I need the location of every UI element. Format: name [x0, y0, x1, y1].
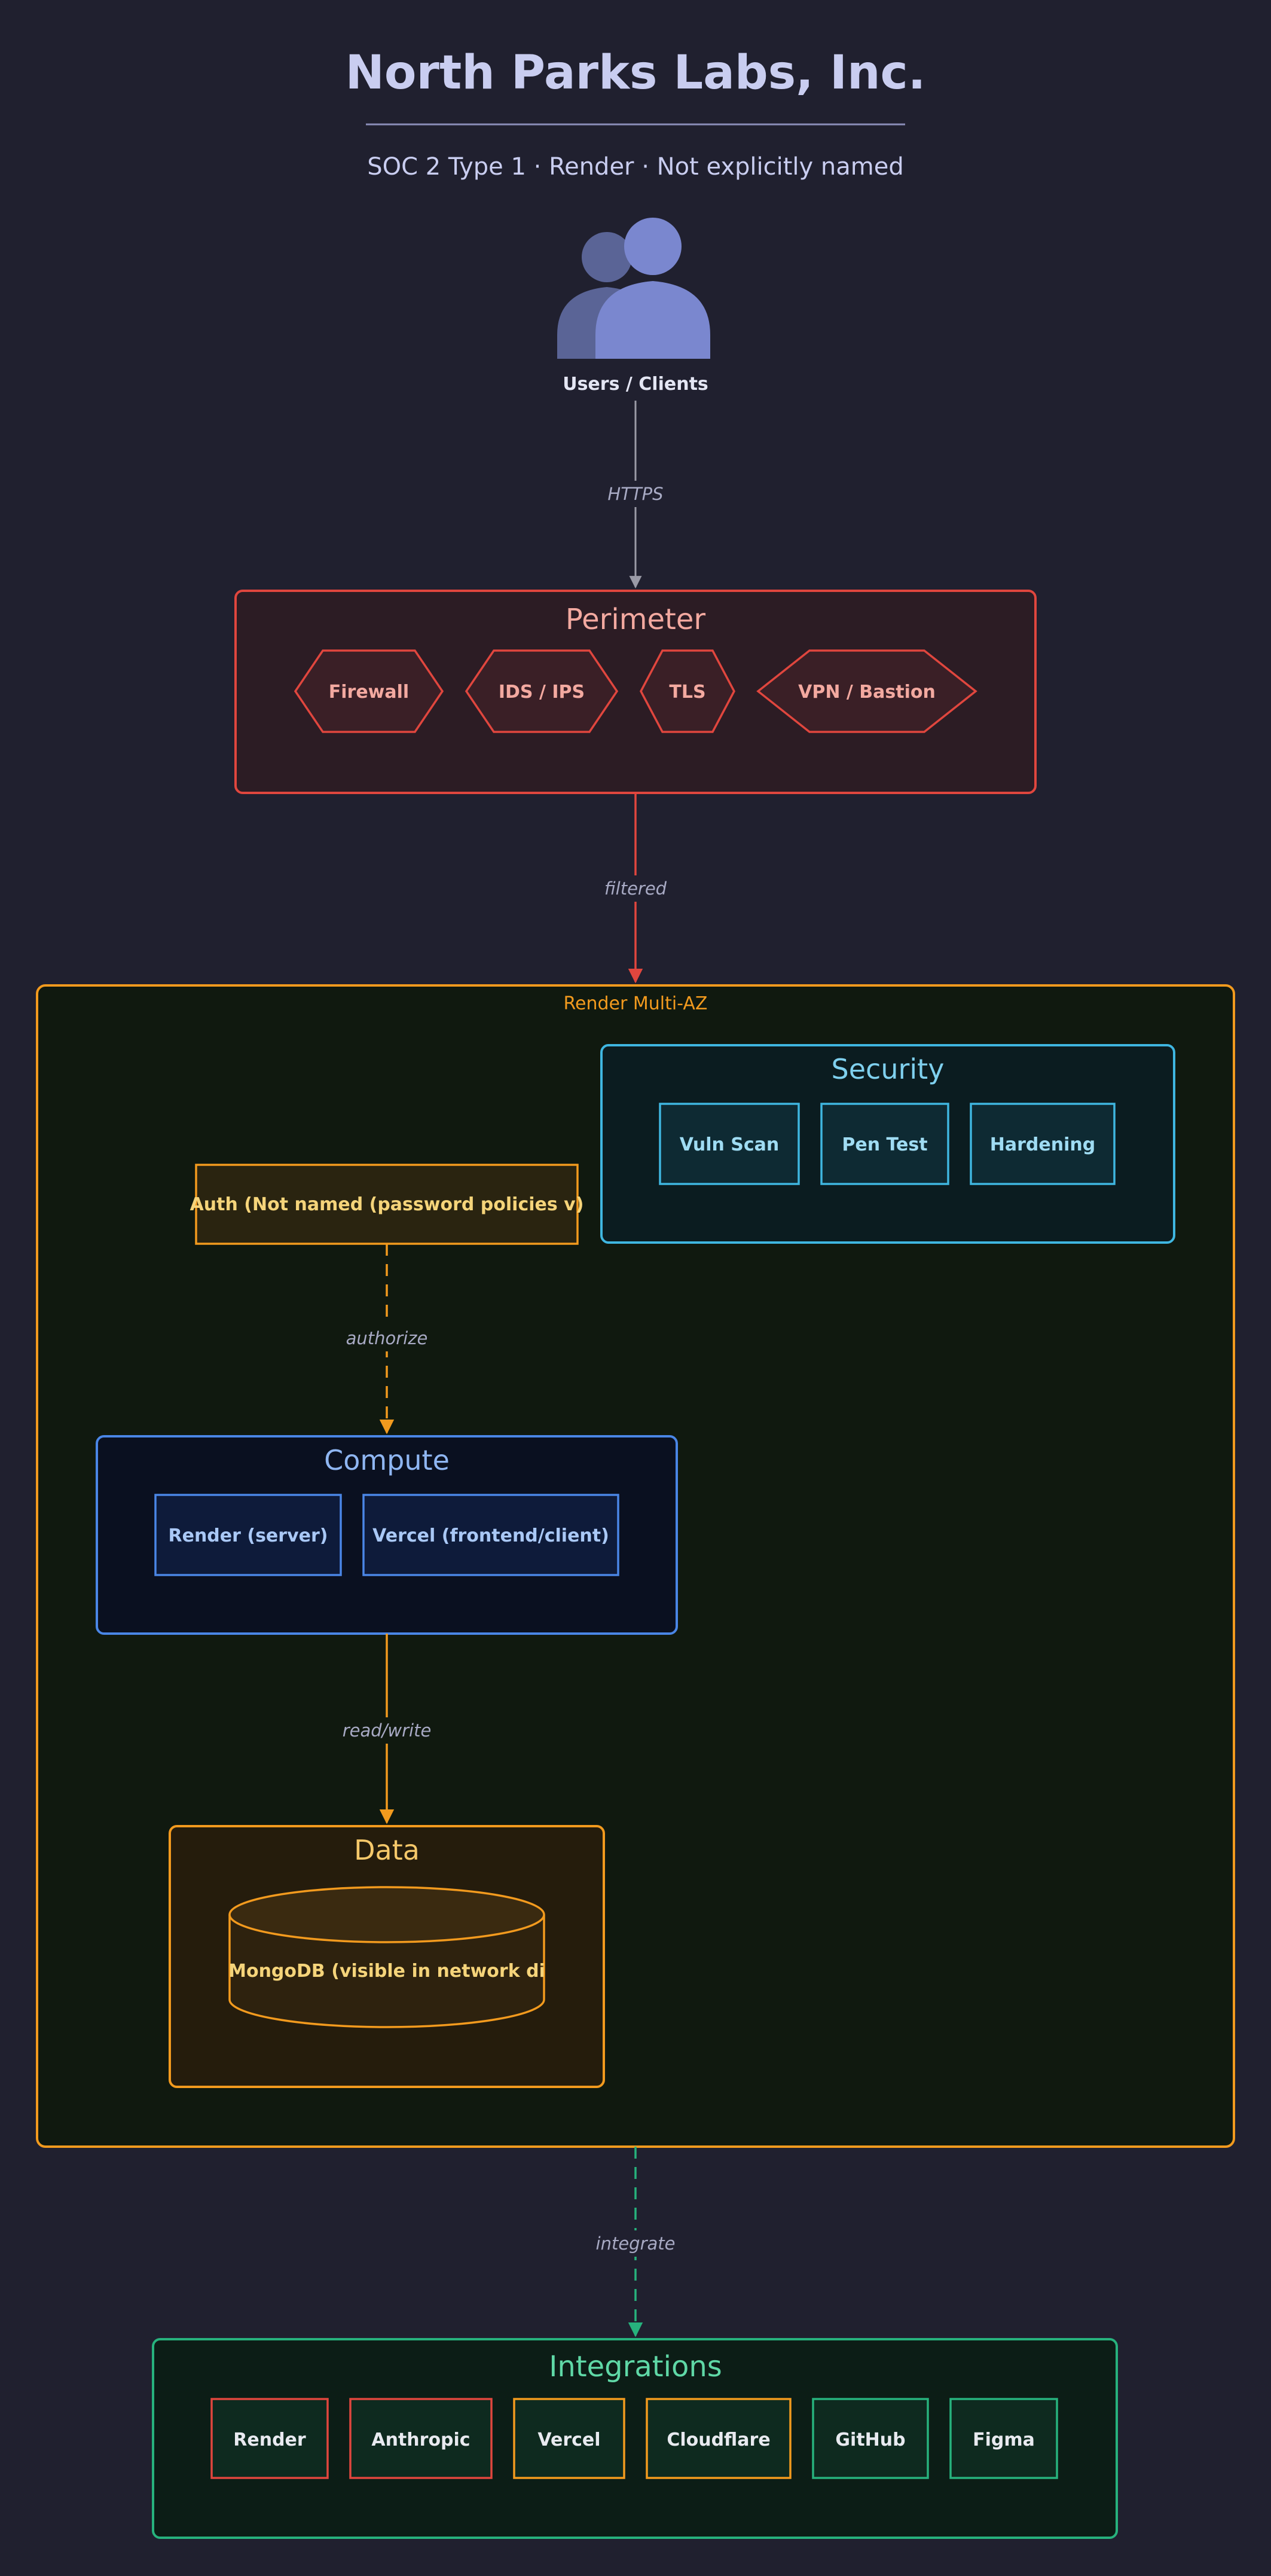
- integrations-title: Integrations: [549, 2350, 722, 2383]
- edge-label-read-write: read/write: [343, 1720, 432, 1741]
- security-item-vuln-scan: Vuln Scan: [659, 1103, 800, 1185]
- integration-anthropic: Anthropic: [349, 2398, 493, 2479]
- page-subtitle: SOC 2 Type 1 · Render · Not explicitly n…: [367, 153, 904, 181]
- integration-cloudflare: Cloudflare: [646, 2398, 792, 2479]
- users-label: Users / Clients: [563, 374, 708, 395]
- integrations-zone: Integrations Render Anthropic Vercel Clo…: [152, 2338, 1118, 2539]
- database-label: MongoDB (visible in network di: [228, 1961, 545, 1982]
- compute-item-render-server: Render (server): [154, 1494, 342, 1576]
- edge-label-integrate: integrate: [596, 2233, 676, 2254]
- svg-text:Vercel (frontend/client): Vercel (frontend/client): [372, 1525, 609, 1546]
- security-zone: Security Vuln Scan Pen Test Hardening: [600, 1044, 1175, 1244]
- database-icon: [228, 1886, 545, 2028]
- auth-node: Auth (Not named (password policies v): [190, 1164, 584, 1245]
- security-item-hardening: Hardening: [970, 1103, 1116, 1185]
- integration-github: GitHub: [812, 2398, 929, 2479]
- svg-text:Vercel: Vercel: [537, 2430, 600, 2450]
- svg-text:Anthropic: Anthropic: [371, 2430, 470, 2450]
- svg-text:Firewall: Firewall: [329, 682, 409, 703]
- integration-vercel: Vercel: [513, 2398, 625, 2479]
- perimeter-item-firewall: Firewall: [294, 649, 444, 733]
- svg-text:Vuln Scan: Vuln Scan: [680, 1134, 780, 1155]
- svg-text:Figma: Figma: [973, 2430, 1035, 2450]
- security-item-pen-test: Pen Test: [820, 1103, 949, 1185]
- svg-text:Hardening: Hardening: [990, 1134, 1095, 1155]
- svg-text:VPN / Bastion: VPN / Bastion: [798, 682, 936, 703]
- compute-item-vercel: Vercel (frontend/client): [362, 1494, 619, 1576]
- page-title: North Parks Labs, Inc.: [346, 46, 926, 100]
- edge-label-https: HTTPS: [607, 484, 663, 504]
- edge-label-filtered: filtered: [604, 878, 667, 899]
- compute-title: Compute: [324, 1444, 450, 1476]
- security-title: Security: [832, 1053, 945, 1085]
- compute-zone: Compute Render (server) Vercel (frontend…: [96, 1435, 678, 1635]
- svg-text:IDS / IPS: IDS / IPS: [499, 682, 585, 703]
- svg-text:Auth (Not named (password poli: Auth (Not named (password policies v): [190, 1194, 584, 1215]
- svg-text:GitHub: GitHub: [835, 2430, 905, 2450]
- svg-text:Cloudflare: Cloudflare: [667, 2430, 770, 2450]
- users-icon: [557, 218, 710, 359]
- cloud-label: Render Multi-AZ: [564, 993, 708, 1014]
- perimeter-item-vpn-bastion: VPN / Bastion: [756, 649, 977, 733]
- data-zone: Data MongoDB (visible in network di: [169, 1825, 605, 2088]
- svg-text:Pen Test: Pen Test: [842, 1134, 927, 1155]
- perimeter-zone: Perimeter Firewall IDS / IPS TLS VPN / B…: [234, 590, 1037, 794]
- svg-text:Render (server): Render (server): [169, 1525, 328, 1546]
- edge-label-authorize: authorize: [346, 1328, 428, 1348]
- svg-text:TLS: TLS: [669, 682, 705, 703]
- svg-text:Render: Render: [233, 2430, 306, 2450]
- perimeter-item-ids-ips: IDS / IPS: [465, 649, 619, 733]
- perimeter-title: Perimeter: [566, 603, 705, 636]
- integration-figma: Figma: [949, 2398, 1058, 2479]
- integration-render: Render: [210, 2398, 329, 2479]
- perimeter-item-tls: TLS: [640, 649, 735, 733]
- data-title: Data: [354, 1834, 420, 1866]
